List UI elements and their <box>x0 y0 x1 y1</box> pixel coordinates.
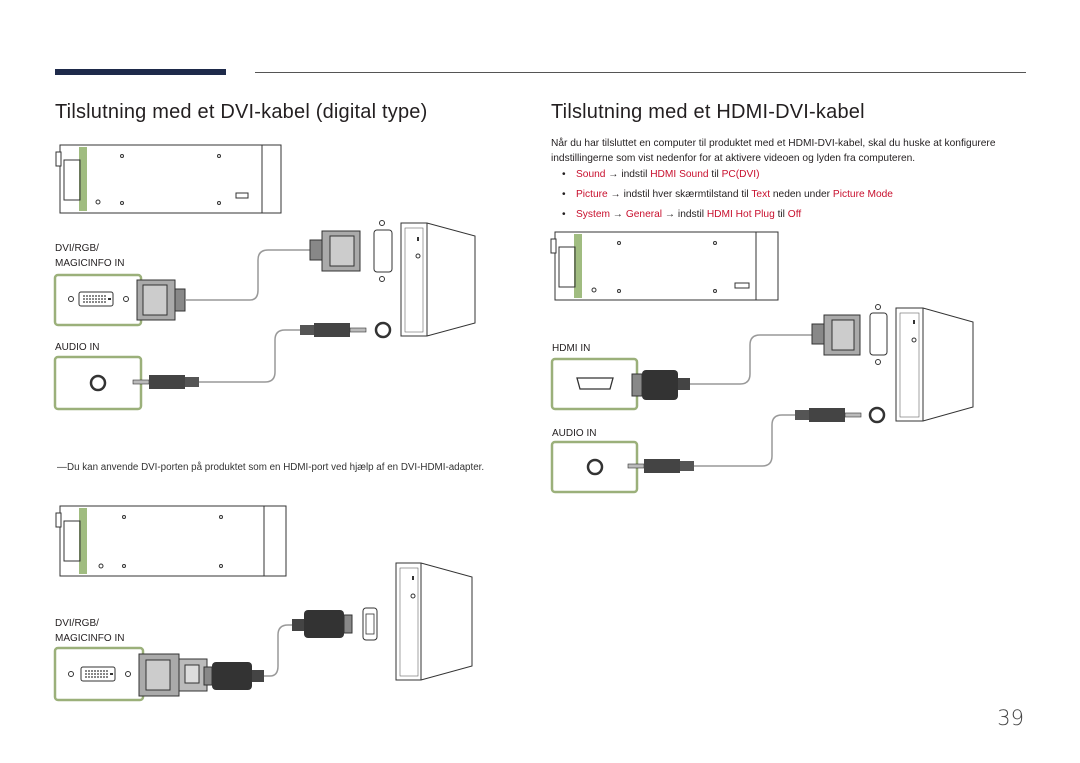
audio-socket-pc <box>374 321 392 339</box>
monitor-back-panel-2 <box>55 505 287 577</box>
intro-text: Når du har tilsluttet en computer til pr… <box>551 138 996 164</box>
settings-item-sound: Sound → indstil HDMI Sound til PC(DVI) <box>562 168 893 188</box>
audio-cable <box>199 329 302 383</box>
audio-plug-pc-right <box>795 408 862 422</box>
dvi-socket-pc-right <box>869 304 888 365</box>
dvi-port-frame <box>53 273 143 327</box>
audio-plug-left <box>132 375 199 389</box>
hdmi-dvi-cable <box>690 334 815 385</box>
left-section-title: Tilslutning med et DVI-kabel (digital ty… <box>55 101 428 123</box>
top-rule <box>255 72 1026 73</box>
settings-item-system: System → General → indstil HDMI Hot Plug… <box>562 208 893 228</box>
hdmi-cable <box>264 624 296 677</box>
dvi-plug-pc-right <box>811 314 861 356</box>
settings-list: Sound → indstil HDMI Sound til PC(DVI) P… <box>562 168 893 228</box>
adapter-note: ―Du kan anvende DVI-porten på produktet … <box>57 462 485 473</box>
audio-cable-right <box>694 414 796 467</box>
dvi-plug-left <box>136 279 186 321</box>
hdmi-plug-right-panel <box>631 370 690 400</box>
audio-port-label: AUDIO IN <box>55 342 100 353</box>
hdmi-plug-left <box>203 662 264 690</box>
monitor-back-panel-right <box>550 231 779 301</box>
dvi-socket-pc <box>373 220 393 282</box>
pc-tower-right <box>895 307 974 422</box>
dvi-port-frame-2 <box>53 646 145 702</box>
audio-port-frame-right <box>550 440 639 494</box>
dvi-plug-right <box>309 230 361 272</box>
audio-port-frame <box>53 355 143 411</box>
audio-plug-right-panel <box>627 459 694 473</box>
settings-item-picture: Picture → indstil hver skærmtilstand til… <box>562 188 893 208</box>
audio-plug-right <box>300 323 367 337</box>
top-accent-bar <box>55 69 226 75</box>
dvi-cable <box>185 249 318 301</box>
hdmi-port-frame <box>550 357 639 411</box>
dvi-hdmi-adapter <box>138 653 208 697</box>
audio-socket-pc-right <box>868 406 886 424</box>
pc-tower <box>400 222 476 337</box>
hdmi-plug-right <box>292 610 353 638</box>
hdmi-socket-pc <box>362 607 378 641</box>
hdmi-port-label: HDMI IN <box>552 343 591 354</box>
page-number: 39 <box>997 706 1024 730</box>
intro-paragraph: Når du har tilsluttet en computer til pr… <box>551 136 1031 166</box>
audio-port-label-right: AUDIO IN <box>552 428 597 439</box>
monitor-back-panel <box>55 144 282 214</box>
right-section-title: Tilslutning med et HDMI-DVI-kabel <box>551 101 865 123</box>
pc-tower-2 <box>395 562 473 681</box>
dvi-port-label-2: DVI/RGB/ MAGICINFO IN <box>55 618 125 644</box>
dvi-port-label: DVI/RGB/ MAGICINFO IN <box>55 243 125 269</box>
